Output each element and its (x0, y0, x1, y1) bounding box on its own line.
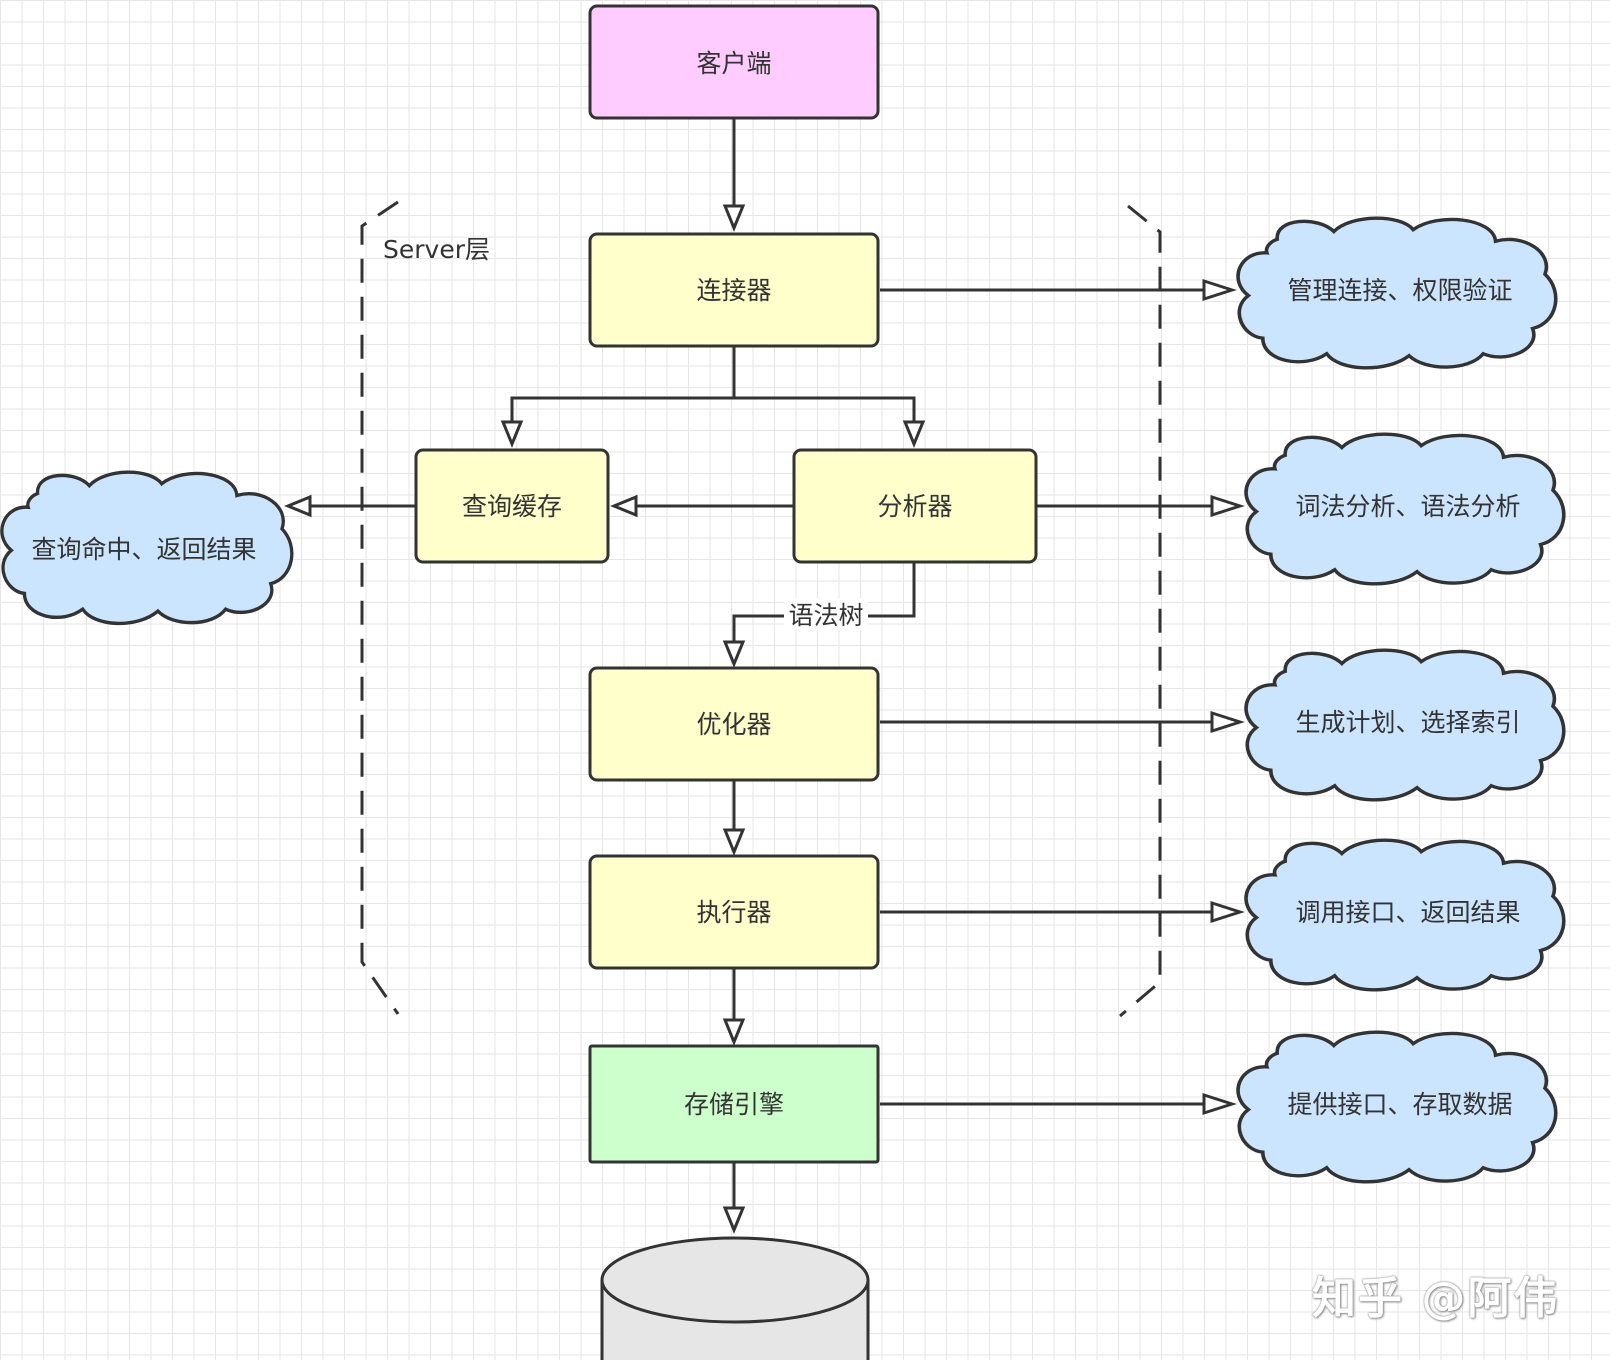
syntax-tree-label-bg (784, 598, 868, 630)
edge-connector-to-cloud (880, 278, 1237, 302)
executor-label: 执行器 (696, 898, 771, 927)
edge-analyzer-to-cloud (1036, 494, 1245, 518)
analyzer-label: 分析器 (877, 492, 952, 521)
edge-analyzer-to-query-cache (610, 494, 794, 518)
storage-note-cloud: 提供接口、存取数据 (1236, 1030, 1558, 1184)
client-node: 客户端 (588, 4, 880, 120)
connector-node: 连接器 (588, 232, 880, 348)
optimizer-label: 优化器 (696, 710, 771, 739)
optimizer-note-cloud: 生成计划、选择索引 (1244, 648, 1566, 802)
optimizer-note-label: 生成计划、选择索引 (1295, 708, 1520, 737)
edge-optimizer-to-executor (722, 780, 746, 856)
query-cache-node: 查询缓存 (414, 448, 610, 564)
edge-optimizer-to-cloud (880, 710, 1245, 734)
connector-label: 连接器 (696, 276, 771, 305)
edge-storage-to-database (722, 1162, 746, 1234)
edge-client-to-connector (722, 118, 746, 232)
executor-node: 执行器 (588, 854, 880, 970)
cache-hit-cloud-label: 查询命中、返回结果 (31, 535, 256, 564)
server-layer-label: Server层 (383, 235, 490, 264)
edge-storage-to-cloud (880, 1092, 1237, 1116)
edge-query-cache-to-cloud (284, 494, 416, 518)
connector-note-cloud: 管理连接、权限验证 (1236, 216, 1558, 370)
zhihu-watermark: 知乎 @阿伟 (1312, 1273, 1560, 1324)
optimizer-node: 优化器 (588, 666, 880, 782)
server-layer-bracket-right (1119, 204, 1162, 1018)
edge-connector-to-caches (500, 346, 926, 448)
edge-executor-to-cloud (880, 900, 1245, 924)
cache-hit-cloud: 查询命中、返回结果 (0, 470, 294, 626)
analyzer-node: 分析器 (792, 448, 1038, 564)
executor-note-label: 调用接口、返回结果 (1295, 898, 1520, 927)
analyzer-note-label: 词法分析、语法分析 (1295, 492, 1520, 521)
edge-executor-to-storage (722, 968, 746, 1046)
syntax-tree-label: 语法树 (788, 601, 863, 630)
connector-note-label: 管理连接、权限验证 (1287, 276, 1512, 305)
storage-engine-label: 存储引擎 (684, 1090, 784, 1119)
storage-note-label: 提供接口、存取数据 (1287, 1090, 1512, 1119)
query-cache-label: 查询缓存 (462, 492, 562, 521)
executor-note-cloud: 调用接口、返回结果 (1244, 838, 1566, 992)
client-label: 客户端 (696, 49, 771, 78)
database-cylinder-icon (600, 1236, 870, 1360)
analyzer-note-cloud: 词法分析、语法分析 (1244, 432, 1566, 586)
storage-engine-node: 存储引擎 (588, 1044, 880, 1164)
server-layer-bracket-left (360, 200, 400, 1015)
